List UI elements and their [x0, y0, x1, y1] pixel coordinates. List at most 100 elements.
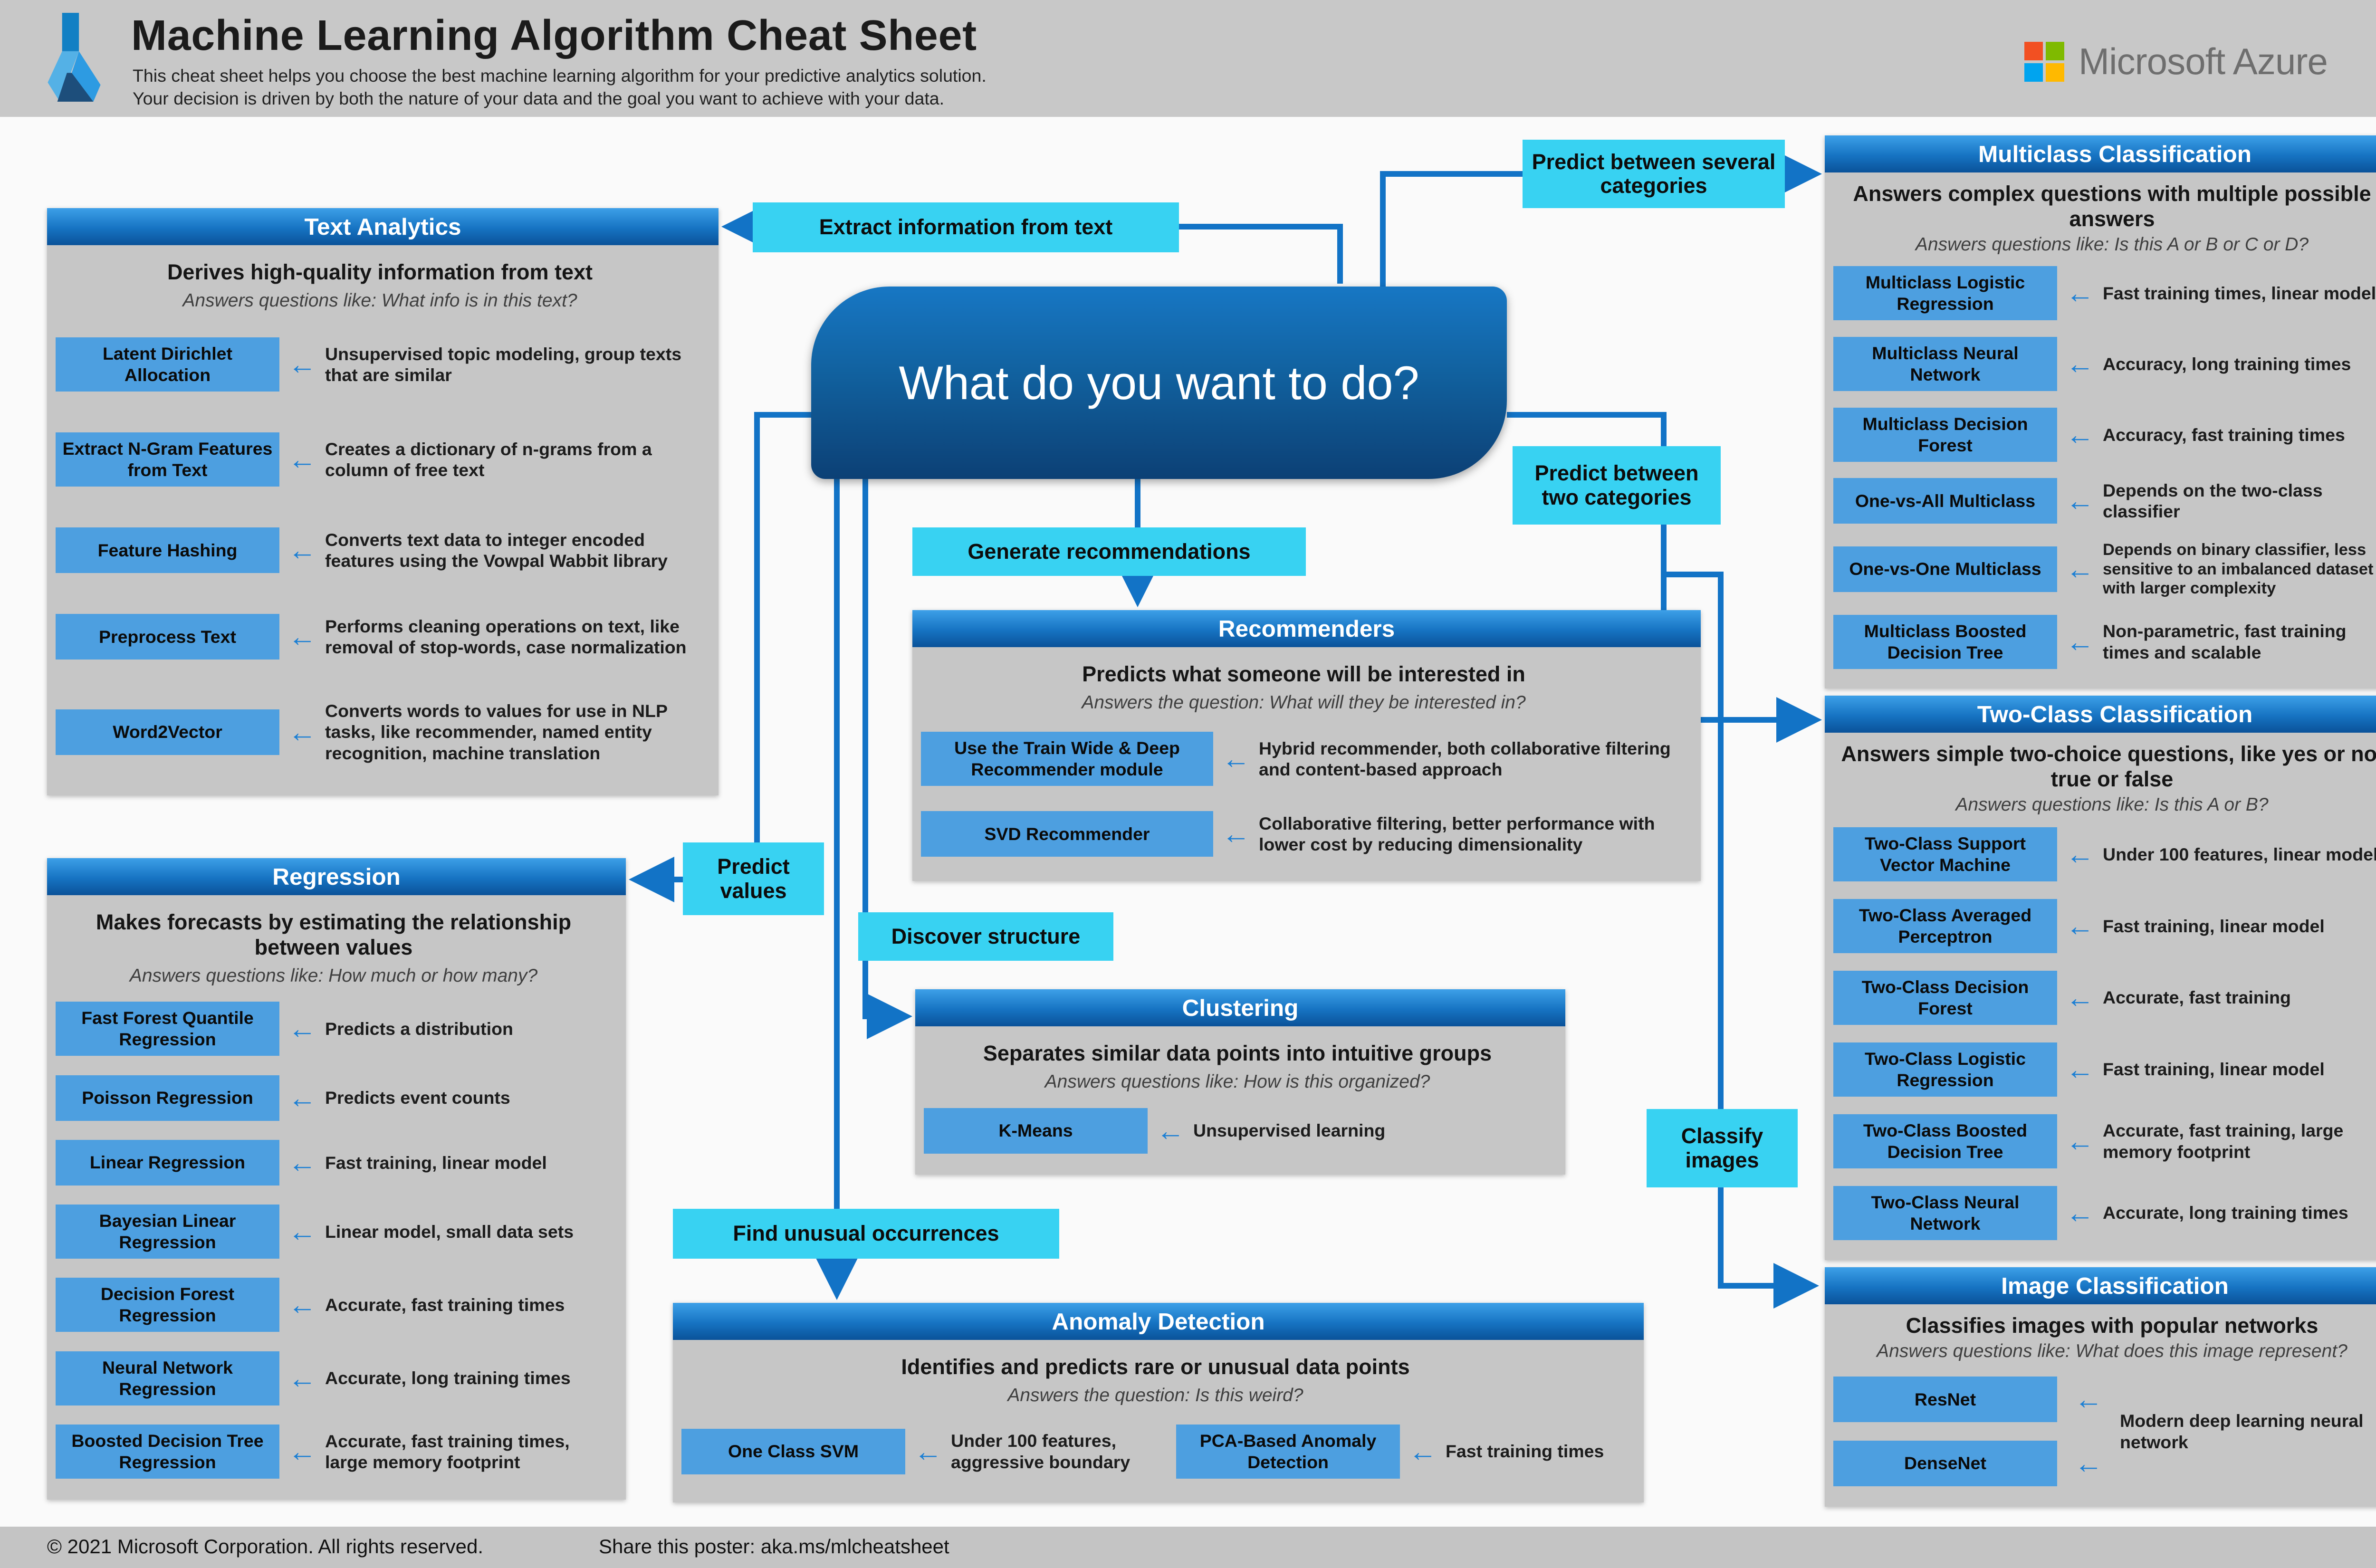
- panel-header: Multiclass Classification: [1825, 135, 2376, 172]
- algo-button-latent-dirichlet-allocation[interactable]: Latent Dirichlet Allocation: [56, 337, 279, 392]
- algo-button-two-class-svm[interactable]: Two-Class Support Vector Machine: [1833, 827, 2057, 881]
- algo-button-bayesian-linear-regression[interactable]: Bayesian Linear Regression: [56, 1205, 279, 1259]
- copyright-text: © 2021 Microsoft Corporation. All rights…: [47, 1535, 484, 1558]
- left-arrow-icon: ←: [2066, 485, 2094, 517]
- flow-label-classify-images: Classify images: [1647, 1109, 1798, 1187]
- algo-button-two-class-decision-forest[interactable]: Two-Class Decision Forest: [1833, 970, 2057, 1025]
- flow-label-predict-values: Predict values: [683, 842, 824, 915]
- algo-button-wide-deep-recommender[interactable]: Use the Train Wide & Deep Recommender mo…: [921, 731, 1213, 786]
- left-arrow-icon: ←: [2066, 909, 2094, 942]
- algo-button-feature-hashing[interactable]: Feature Hashing: [56, 527, 279, 574]
- algo-note: Accurate, fast training times: [325, 1295, 565, 1315]
- panel-question: Answers questions like: What info is in …: [182, 290, 577, 311]
- left-arrow-icon: ←: [288, 716, 316, 748]
- panel-description: Classifies images with popular networks: [1906, 1313, 2319, 1338]
- algo-button-multiclass-neural-network[interactable]: Multiclass Neural Network: [1833, 337, 2057, 392]
- algo-row: Latent Dirichlet Allocation ← Unsupervis…: [56, 337, 704, 392]
- algo-note: Converts text data to integer encoded fe…: [325, 529, 668, 571]
- algo-note: Fast training, linear model: [2103, 1059, 2325, 1080]
- algo-row: Feature Hashing ← Converts text data to …: [56, 527, 704, 574]
- algo-row: Boosted Decision Tree Regression ← Accur…: [56, 1424, 612, 1479]
- algo-button-one-vs-all-multiclass[interactable]: One-vs-All Multiclass: [1833, 478, 2057, 524]
- algo-row: Decision Forest Regression ← Accurate, f…: [56, 1278, 612, 1332]
- algo-button-neural-network-regression[interactable]: Neural Network Regression: [56, 1351, 279, 1405]
- left-arrow-icon: ←: [288, 1215, 316, 1248]
- algo-button-two-class-logistic-regression[interactable]: Two-Class Logistic Regression: [1833, 1042, 2057, 1097]
- panel-title: Image Classification: [2001, 1272, 2229, 1299]
- algo-button-fast-forest-quantile[interactable]: Fast Forest Quantile Regression: [56, 1002, 279, 1056]
- flow-label-find-unusual: Find unusual occurrences: [673, 1209, 1059, 1259]
- left-arrow-icon: ←: [2066, 1196, 2094, 1229]
- left-arrow-icon: ←: [288, 1289, 316, 1321]
- algo-note: Modern deep learning neural network: [2120, 1411, 2364, 1452]
- panel-title: Recommenders: [1218, 615, 1395, 642]
- algo-button-densenet[interactable]: DenseNet: [1833, 1440, 2057, 1486]
- left-arrow-icon: ←: [1408, 1435, 1437, 1467]
- algo-button-boosted-decision-tree-regression[interactable]: Boosted Decision Tree Regression: [56, 1424, 279, 1479]
- left-arrow-icon: ←: [2074, 1447, 2103, 1479]
- panel-title: Anomaly Detection: [1052, 1308, 1265, 1335]
- panel-question: Answers the question: What will they be …: [1082, 692, 1526, 713]
- left-arrow-icon: ←: [288, 1362, 316, 1394]
- algo-button-pca-anomaly-detection[interactable]: PCA-Based Anomaly Detection: [1176, 1424, 1400, 1479]
- algo-button-multiclass-logistic-regression[interactable]: Multiclass Logistic Regression: [1833, 266, 2057, 321]
- regression-panel: Regression Makes forecasts by estimating…: [47, 858, 626, 1500]
- flow-label-discover-structure: Discover structure: [858, 912, 1113, 961]
- left-arrow-icon: ←: [2066, 625, 2094, 658]
- left-arrow-icon: ←: [288, 1435, 316, 1467]
- panel-question: Answers questions like: What does this i…: [1877, 1341, 2347, 1362]
- algo-note: Creates a dictionary of n-grams from a c…: [325, 439, 652, 480]
- panel-header: Anomaly Detection: [673, 1303, 1644, 1340]
- left-arrow-icon: ←: [1156, 1114, 1185, 1147]
- algo-note: Under 100 features, aggressive boundary: [951, 1431, 1131, 1472]
- left-arrow-icon: ←: [288, 621, 316, 653]
- anomaly-detection-panel: Anomaly Detection Identifies and predict…: [673, 1303, 1644, 1502]
- panel-description: Makes forecasts by estimating the relati…: [96, 910, 572, 960]
- algo-note: Accurate, fast training: [2103, 987, 2291, 1008]
- algo-button-multiclass-decision-forest[interactable]: Multiclass Decision Forest: [1833, 407, 2057, 462]
- algo-button-svd-recommender[interactable]: SVD Recommender: [921, 811, 1213, 857]
- algo-row: Linear Regression ← Fast training, linea…: [56, 1139, 612, 1186]
- flow-label-extract-info: Extract information from text: [753, 202, 1179, 252]
- algo-row: Neural Network Regression ← Accurate, lo…: [56, 1351, 612, 1405]
- algo-button-word2vector[interactable]: Word2Vector: [56, 709, 279, 755]
- algo-note: Fast training, linear model: [325, 1152, 547, 1173]
- algo-button-poisson-regression[interactable]: Poisson Regression: [56, 1075, 279, 1121]
- multiclass-classification-panel: Multiclass Classification Answers comple…: [1825, 135, 2376, 688]
- algo-button-preprocess-text[interactable]: Preprocess Text: [56, 614, 279, 660]
- panel-title: Regression: [272, 863, 401, 890]
- algo-button-two-class-neural-network[interactable]: Two-Class Neural Network: [1833, 1186, 2057, 1240]
- algo-button-two-class-boosted-decision-tree[interactable]: Two-Class Boosted Decision Tree: [1833, 1114, 2057, 1168]
- algo-button-one-class-svm[interactable]: One Class SVM: [681, 1428, 905, 1474]
- algo-button-resnet[interactable]: ResNet: [1833, 1377, 2057, 1423]
- left-arrow-icon: ←: [1222, 742, 1250, 774]
- panel-header: Image Classification: [1825, 1267, 2376, 1304]
- algo-row: One-vs-One Multiclass ← Depends on binar…: [1833, 540, 2376, 598]
- algo-button-two-class-averaged-perceptron[interactable]: Two-Class Averaged Perceptron: [1833, 899, 2057, 953]
- algo-button-k-means[interactable]: K-Means: [924, 1108, 1148, 1154]
- panel-header: Recommenders: [912, 610, 1701, 647]
- algo-button-extract-ngram[interactable]: Extract N-Gram Features from Text: [56, 432, 279, 487]
- panel-header: Two-Class Classification: [1825, 696, 2376, 733]
- panel-description: Derives high-quality information from te…: [167, 260, 593, 284]
- algo-button-linear-regression[interactable]: Linear Regression: [56, 1139, 279, 1186]
- panel-title: Clustering: [1182, 994, 1299, 1021]
- left-arrow-icon: ←: [288, 443, 316, 476]
- left-arrow-icon: ←: [2066, 1125, 2094, 1157]
- algo-button-one-vs-one-multiclass[interactable]: One-vs-One Multiclass: [1833, 546, 2057, 592]
- recommenders-panel: Recommenders Predicts what someone will …: [912, 610, 1701, 881]
- panel-question: Answers questions like: Is this A or B?: [1955, 794, 2269, 815]
- panel-question: Answers questions like: How much or how …: [129, 966, 538, 986]
- algo-row: Multiclass Neural Network ← Accuracy, lo…: [1833, 337, 2376, 392]
- panel-header: Clustering: [915, 989, 1565, 1026]
- panel-question: Answers questions like: How is this orga…: [1044, 1071, 1430, 1092]
- algo-button-multiclass-boosted-decision-tree[interactable]: Multiclass Boosted Decision Tree: [1833, 614, 2057, 669]
- algo-row: Two-Class Averaged Perceptron ← Fast tra…: [1833, 899, 2376, 953]
- algo-row: Preprocess Text ← Performs cleaning oper…: [56, 614, 704, 660]
- share-poster-link[interactable]: Share this poster: aka.ms/mlcheatsheet: [599, 1535, 949, 1558]
- algo-note: Hybrid recommender, both collaborative f…: [1259, 738, 1671, 779]
- algo-button-decision-forest-regression[interactable]: Decision Forest Regression: [56, 1278, 279, 1332]
- algo-row: Extract N-Gram Features from Text ← Crea…: [56, 432, 704, 487]
